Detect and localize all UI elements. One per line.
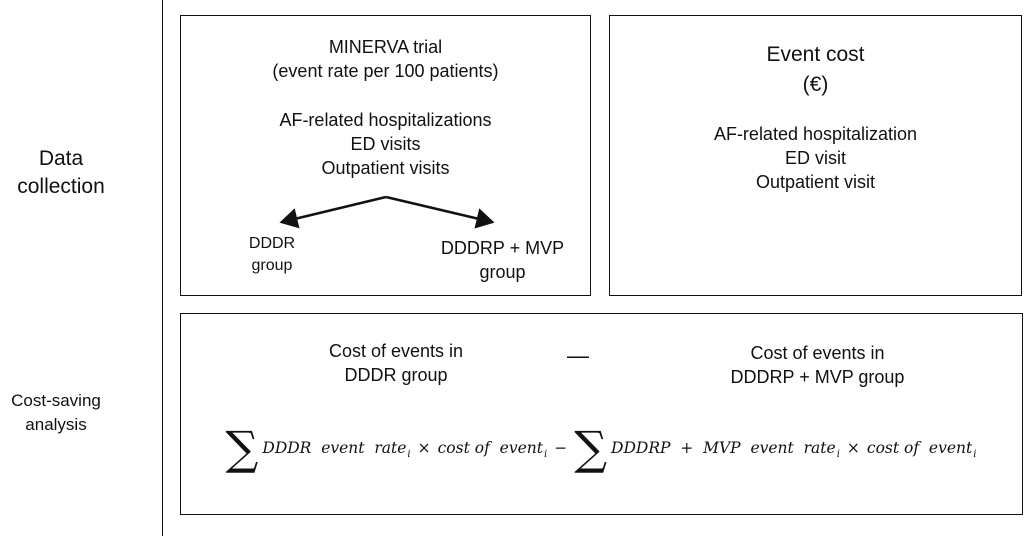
formula-dddrp-mvp-rate: DDDRP + MVP event rate [611, 439, 836, 457]
dddr-cost-label: Cost of events in DDDR group [328, 341, 464, 385]
summation-sign-1: ∑ [225, 421, 259, 475]
formula-times-1: × [417, 439, 431, 457]
formula-dddr-rate: DDDR event rate [262, 439, 407, 457]
group-left-label: DDDR group [248, 235, 296, 274]
formula-subscript: i [973, 448, 977, 460]
cost-saving-analysis-box [180, 313, 1023, 515]
event-cost-box [609, 15, 1022, 296]
dddrp-mvp-cost-label: Cost of events in DDDRP + MVP group [730, 343, 905, 387]
data-collection-label: Data collection [17, 147, 105, 198]
trial-event-list: AF-related hospitalizations ED visits Ou… [279, 110, 492, 178]
formula-cost-of-event-2: cost of event [866, 439, 973, 457]
formula-cost-of-event-1: cost of event [437, 439, 543, 457]
formula-subscript: i [407, 448, 411, 460]
formula-subscript: i [836, 448, 840, 460]
trial-title: MINERVA trial (event rate per 100 patien… [272, 37, 499, 81]
event-cost-title: Event cost (€) [766, 43, 865, 96]
formula-minus: − [554, 439, 568, 457]
formula-times-2: × [846, 439, 860, 457]
formula-subscript: i [543, 448, 548, 460]
group-right-label: DDDRP + MVP group [440, 238, 565, 282]
cost-saving-analysis-label: Cost-saving analysis [11, 391, 101, 434]
minerva-trial-box [180, 15, 591, 296]
minus-sign: — [567, 343, 589, 368]
row-divider-line [162, 0, 163, 536]
event-cost-list: AF-related hospitalization ED visit Outp… [713, 124, 918, 192]
summation-sign-2: ∑ [574, 421, 608, 475]
